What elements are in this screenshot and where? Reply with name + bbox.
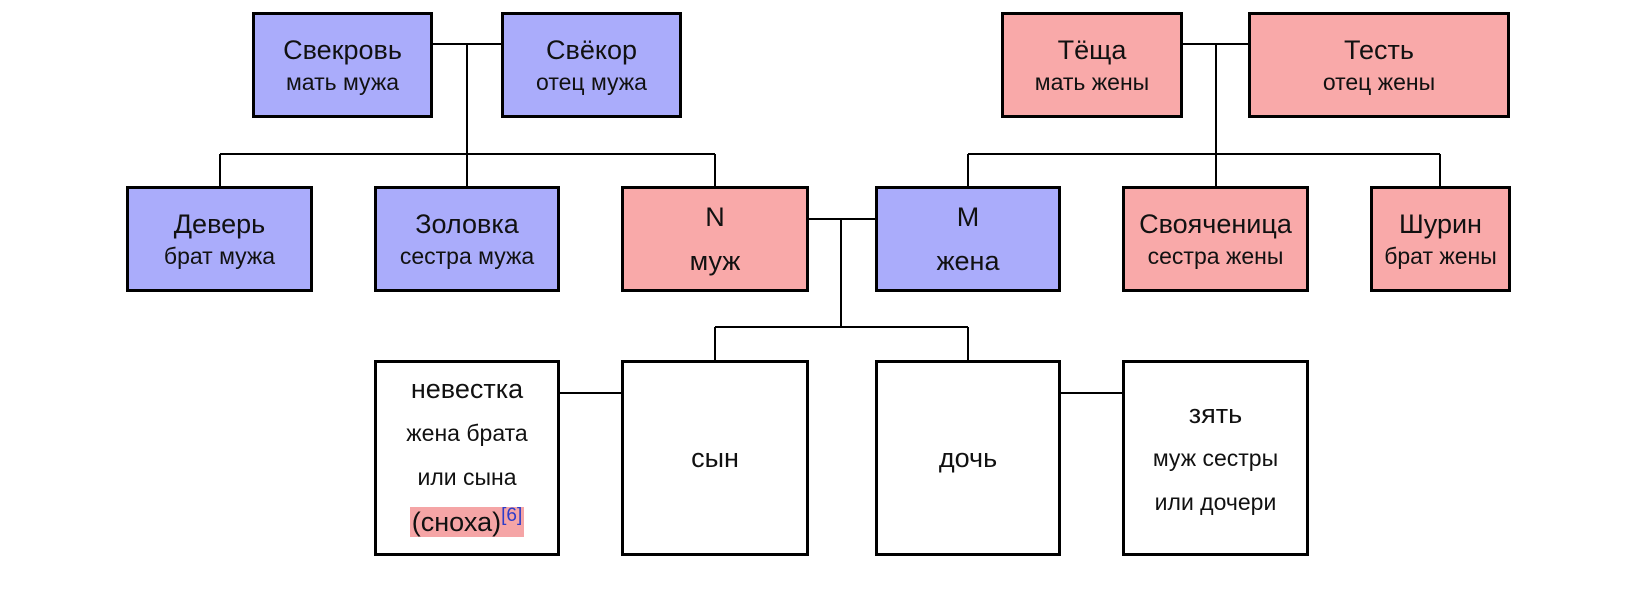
node-svekrov-title: Свекровь (283, 35, 402, 65)
node-zyat-line3: или дочери (1154, 489, 1277, 515)
node-dever: Деверь брат мужа (126, 186, 313, 292)
node-n-title: N (705, 202, 725, 232)
node-n-subtitle: муж (689, 246, 741, 276)
node-test-title: Тесть (1344, 35, 1414, 65)
node-m-subtitle: жена (936, 246, 1000, 276)
node-nevestka-line3: или сына (417, 464, 517, 490)
node-shurin-title: Шурин (1399, 209, 1482, 239)
node-dever-title: Деверь (173, 209, 266, 239)
node-test: Тесть отец жены (1248, 12, 1510, 118)
node-nevestka-line2: жена брата (406, 420, 528, 446)
snokha-highlight: (сноха)[6] (409, 505, 525, 537)
node-doch: дочь (875, 360, 1061, 556)
node-nevestka-note-row: (сноха)[6] (409, 499, 525, 549)
node-test-subtitle: отец жены (1322, 69, 1436, 95)
node-svekrov-subtitle: мать мужа (285, 69, 399, 95)
node-tyoshcha-title: Тёща (1057, 35, 1127, 65)
node-zyat-line2: муж сестры (1152, 445, 1279, 471)
node-tyoshcha-subtitle: мать жены (1034, 69, 1150, 95)
node-zolovka-title: Золовка (415, 209, 519, 239)
node-zyat: зять муж сестры или дочери (1122, 360, 1309, 556)
node-shurin: Шурин брат жены (1370, 186, 1511, 292)
node-doch-title: дочь (938, 443, 998, 473)
footnote-ref-link[interactable]: [6] (501, 505, 523, 526)
node-nevestka-note: (сноха) (411, 507, 502, 537)
node-dever-subtitle: брат мужа (163, 243, 276, 269)
node-svekor: Свёкор отец мужа (501, 12, 682, 118)
node-m-wife: M жена (875, 186, 1061, 292)
node-svekrov: Свекровь мать мужа (252, 12, 433, 118)
node-zolovka: Золовка сестра мужа (374, 186, 560, 292)
node-zyat-title: зять (1188, 399, 1243, 429)
node-syn-title: сын (691, 443, 739, 473)
node-nevestka: невестка жена брата или сына (сноха)[6] (374, 360, 560, 556)
node-m-title: M (956, 202, 980, 232)
node-shurin-subtitle: брат жены (1384, 243, 1497, 269)
node-tyoshcha: Тёща мать жены (1001, 12, 1183, 118)
node-svoyachenitsa-subtitle: сестра жены (1147, 243, 1284, 269)
node-nevestka-title: невестка (410, 374, 524, 404)
node-syn: сын (621, 360, 809, 556)
node-svoyachenitsa: Свояченица сестра жены (1122, 186, 1309, 292)
node-svoyachenitsa-title: Свояченица (1139, 209, 1292, 239)
node-n-husband: N муж (621, 186, 809, 292)
node-svekor-title: Свёкор (545, 35, 637, 65)
node-svekor-subtitle: отец мужа (536, 69, 647, 95)
node-zolovka-subtitle: сестра мужа (399, 243, 535, 269)
